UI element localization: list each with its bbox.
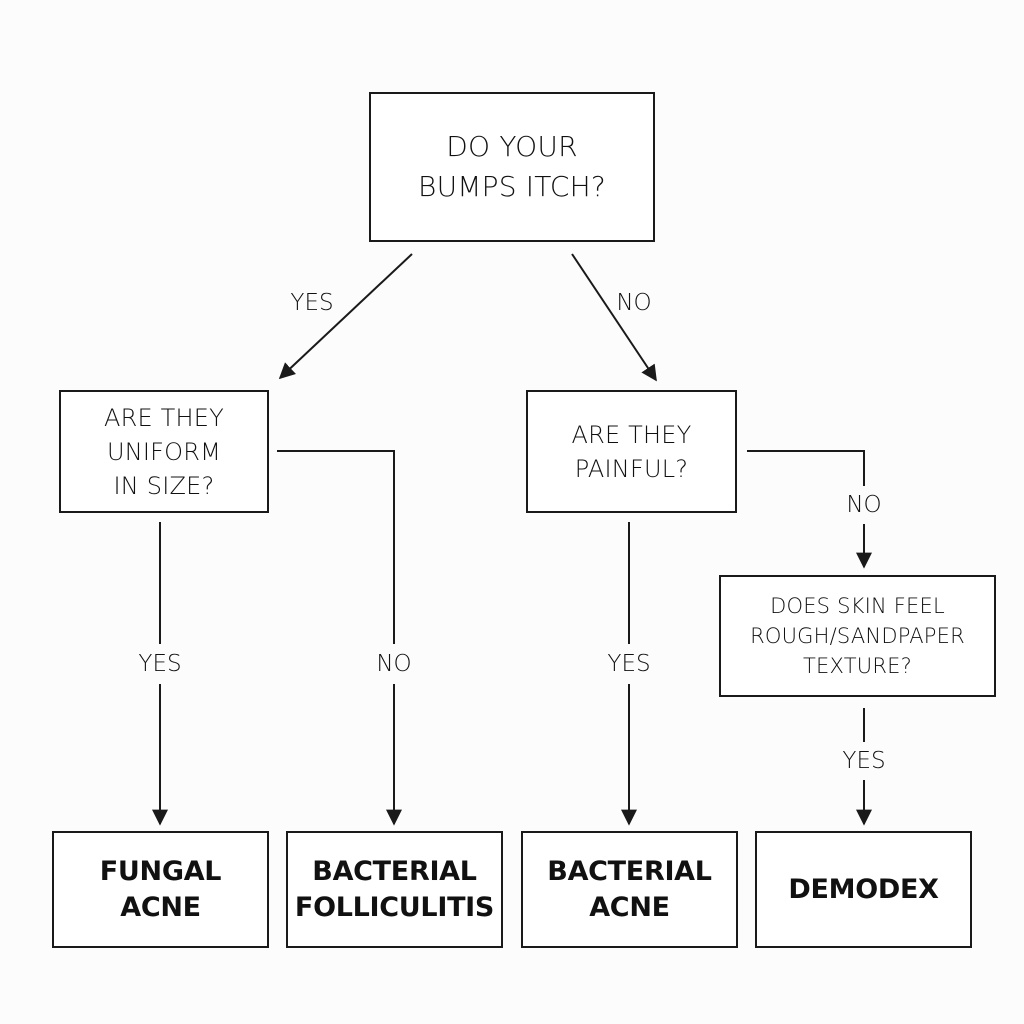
node-bacterial-folliculitis-result: BACTERIAL FOLLICULITIS xyxy=(286,831,503,948)
edge-label-painful-no: NO xyxy=(844,490,884,520)
edge-painful-rough-top xyxy=(747,450,865,486)
node-painful-question: ARE THEY PAINFUL? xyxy=(526,390,737,513)
edge-label-uniform-yes: YES xyxy=(136,649,184,679)
node-rough-question: DOES SKIN FEEL ROUGH/SANDPAPER TEXTURE? xyxy=(719,575,996,697)
edge-label-root-no: NO xyxy=(616,290,652,316)
node-fungal-acne-result: FUNGAL ACNE xyxy=(52,831,269,948)
node-demodex-result: DEMODEX xyxy=(755,831,972,948)
edge-label-painful-yes: YES xyxy=(605,649,653,679)
node-root-question: DO YOUR BUMPS ITCH? xyxy=(369,92,655,242)
edge-label-root-yes: YES xyxy=(290,290,334,316)
edge-root-uniform xyxy=(278,253,413,380)
edge-label-uniform-no: NO xyxy=(374,649,414,679)
edge-root-painful xyxy=(571,253,657,382)
node-bacterial-acne-result: BACTERIAL ACNE xyxy=(521,831,738,948)
edge-uniform-folliculitis-top xyxy=(277,450,395,644)
node-uniform-question: ARE THEY UNIFORM IN SIZE? xyxy=(59,390,269,513)
edge-label-rough-yes: YES xyxy=(840,746,888,776)
